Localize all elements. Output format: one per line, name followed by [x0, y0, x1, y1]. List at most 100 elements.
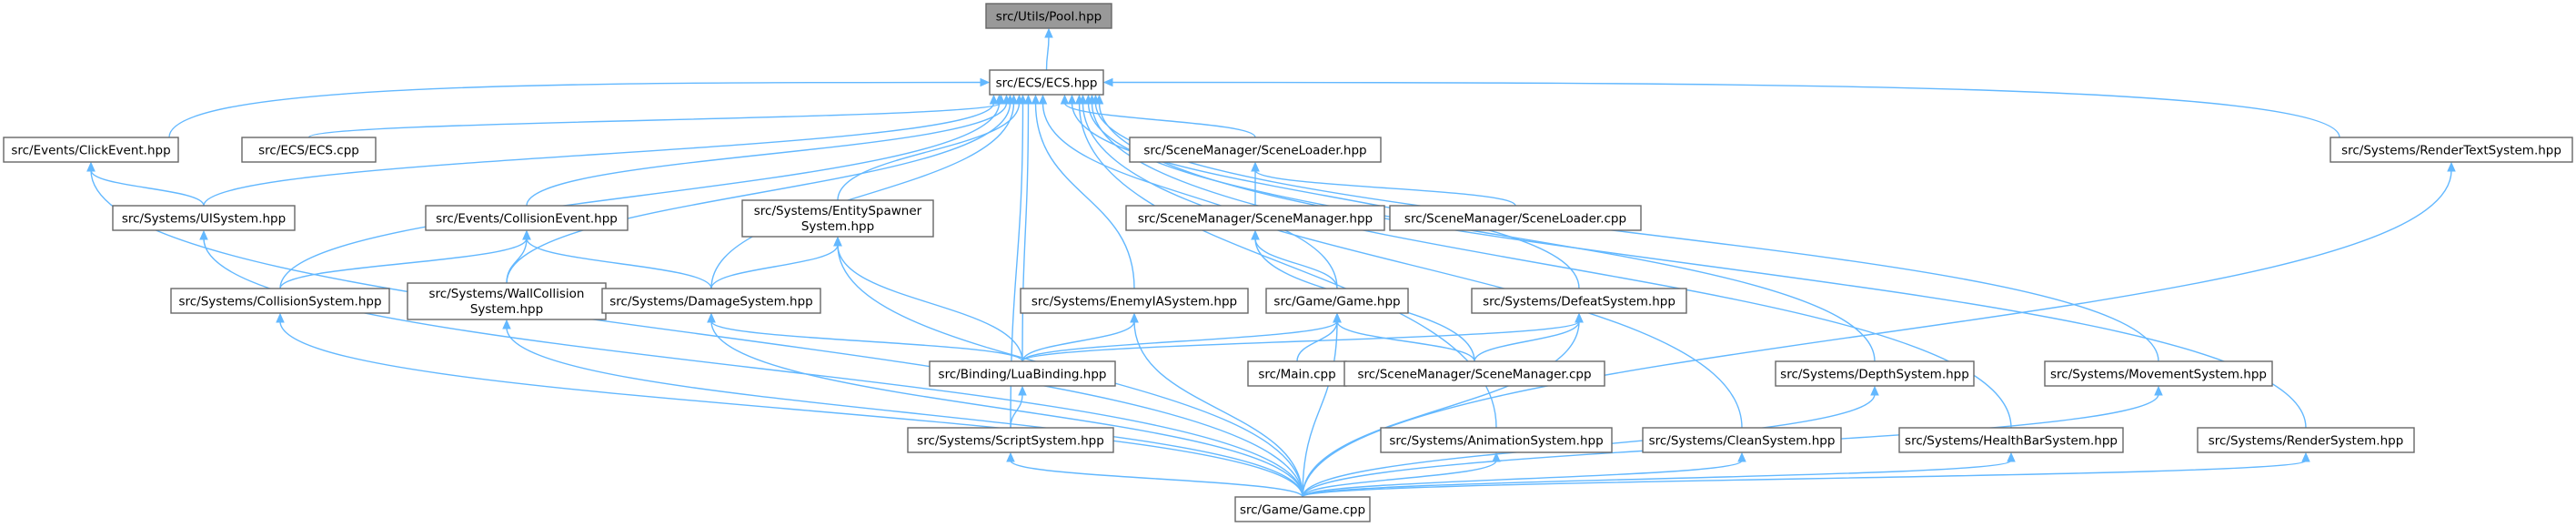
edge-rendertext-to-ecs [1102, 77, 2340, 138]
node-gamecpp[interactable]: src/Game/Game.cpp [1234, 496, 1371, 522]
edge-line [1010, 393, 1023, 429]
node-clickevent[interactable]: src/Events/ClickEvent.hpp [3, 137, 179, 163]
node-label: src/Main.cpp [1258, 368, 1335, 382]
node-enemyia[interactable]: src/Systems/EnemyIASystem.hpp [1020, 288, 1249, 314]
node-movementsystem[interactable]: src/Systems/MovementSystem.hpp [2044, 360, 2273, 387]
node-box [1247, 360, 1347, 387]
edge-gamecpp-to-clickevent [86, 161, 1303, 498]
arrowhead [1251, 161, 1260, 172]
arrowhead [1023, 94, 1033, 105]
arrowhead [1031, 94, 1041, 105]
node-box [170, 288, 390, 314]
edge-gamecpp-to-rendersystem [1302, 451, 2310, 498]
node-collisionevent[interactable]: src/Events/CollisionEvent.hpp [425, 205, 629, 231]
node-label: src/Systems/HealthBarSystem.hpp [1905, 434, 2118, 449]
node-ecscpp[interactable]: src/ECS/ECS.cpp [241, 137, 377, 163]
edge-line [526, 238, 712, 289]
arrowhead [1130, 312, 1139, 323]
edge-scenemanagercpp-to-defeatsystem [1474, 312, 1584, 362]
node-box [407, 282, 607, 320]
node-maincpp[interactable]: src/Main.cpp [1247, 360, 1347, 387]
node-pool[interactable]: src/Utils/Pool.hpp [985, 3, 1112, 29]
node-scenemanagercpp[interactable]: src/SceneManager/SceneManager.cpp [1343, 360, 1605, 387]
node-label: src/Systems/AnimationSystem.hpp [1389, 434, 1603, 449]
node-box [985, 3, 1112, 29]
edge-line [1112, 81, 2340, 138]
arrowhead [989, 94, 999, 105]
node-box [1125, 205, 1385, 231]
edge-line [1071, 102, 1580, 289]
arrowhead [1102, 77, 1113, 87]
node-ecs[interactable]: src/ECS/ECS.hpp [989, 69, 1104, 96]
node-label-line1: src/Systems/EntitySpawner [754, 204, 922, 218]
node-collisionsystem[interactable]: src/Systems/CollisionSystem.hpp [170, 288, 390, 314]
edge-line [837, 244, 1023, 362]
arrowhead [502, 319, 511, 329]
edge-damagesystem-to-collisionevent [522, 229, 712, 289]
edge-line [1302, 320, 1338, 498]
node-cleansystem[interactable]: src/Systems/CleanSystem.hpp [1642, 427, 1842, 453]
node-box [425, 205, 629, 231]
edge-line [1041, 102, 1338, 289]
node-sceneloadercpp[interactable]: src/SceneManager/SceneLoader.cpp [1389, 205, 1642, 231]
node-luabinding[interactable]: src/Binding/LuaBinding.hpp [929, 360, 1116, 387]
node-box [2044, 360, 2273, 387]
node-label-line2: System.hpp [801, 219, 874, 234]
arrowhead [1251, 229, 1260, 240]
edge-gamecpp-to-damagesystem [707, 312, 1303, 498]
edge-line [710, 320, 1023, 362]
node-label: src/ECS/ECS.cpp [258, 144, 359, 158]
node-label: src/SceneManager/SceneManager.hpp [1138, 212, 1373, 227]
node-label: src/Systems/DepthSystem.hpp [1780, 368, 1969, 382]
edge-line [710, 320, 1303, 498]
node-rendertext[interactable]: src/Systems/RenderTextSystem.hpp [2329, 137, 2573, 163]
edge-line [1474, 320, 1580, 362]
edge-collisionsystem-to-collisionevent [279, 229, 531, 289]
node-healthbarsystem[interactable]: src/Systems/HealthBarSystem.hpp [1898, 427, 2124, 453]
edge-luabinding-to-ecs [1021, 94, 1033, 362]
edge-collisionevent-to-ecs [526, 94, 1011, 207]
edge-luabinding-to-entityspawner [833, 236, 1023, 362]
edge-line [279, 238, 528, 289]
node-box [1234, 496, 1371, 522]
node-rendersystem[interactable]: src/Systems/RenderSystem.hpp [2197, 427, 2415, 453]
arrowhead [1094, 94, 1104, 105]
node-box [2197, 427, 2415, 453]
node-box [1775, 360, 1975, 387]
node-damagesystem[interactable]: src/Systems/DamageSystem.hpp [601, 288, 821, 314]
edge-line [1021, 320, 1580, 362]
node-scenemanagerhpp[interactable]: src/SceneManager/SceneManager.hpp [1125, 205, 1385, 231]
node-sceneloaderhpp[interactable]: src/SceneManager/SceneLoader.hpp [1129, 137, 1382, 163]
edge-line [506, 327, 1303, 498]
edge-luabinding-to-gamehpp [1021, 312, 1342, 362]
edge-line [168, 81, 981, 138]
node-depthsystem[interactable]: src/Systems/DepthSystem.hpp [1775, 360, 1975, 387]
edge-cleansystem-to-ecs [1078, 94, 1743, 429]
edge-line [1302, 169, 2452, 498]
node-label: src/Systems/EnemyIASystem.hpp [1031, 295, 1237, 309]
node-uisystem[interactable]: src/Systems/UISystem.hpp [112, 205, 296, 231]
node-box [1471, 288, 1687, 314]
node-box [1642, 427, 1842, 453]
edge-damagesystem-to-ecs [710, 94, 1019, 289]
node-scriptsystem[interactable]: src/Systems/ScriptSystem.hpp [907, 427, 1114, 453]
node-box [741, 199, 934, 238]
arrowhead [2007, 451, 2016, 462]
edge-line [1021, 320, 1338, 362]
arrowhead [1060, 94, 1070, 105]
node-layer: src/Utils/Pool.hpp src/ECS/ECS.hpp src/Eve… [3, 3, 2573, 522]
arrowhead [1333, 312, 1342, 323]
node-label: src/Systems/ScriptSystem.hpp [917, 434, 1104, 449]
node-gamehpp[interactable]: src/Game/Game.hpp [1265, 288, 1409, 314]
edge-line [279, 320, 1303, 498]
arrowhead [994, 94, 1004, 105]
arrowhead [707, 312, 716, 323]
node-defeatsystem[interactable]: src/Systems/DefeatSystem.hpp [1471, 288, 1687, 314]
node-label: src/Systems/RenderSystem.hpp [2209, 434, 2404, 449]
node-box [1380, 427, 1613, 453]
node-label: src/Events/ClickEvent.hpp [11, 144, 170, 158]
node-animationsystem[interactable]: src/Systems/AnimationSystem.hpp [1380, 427, 1613, 453]
edge-line [1021, 102, 1030, 362]
